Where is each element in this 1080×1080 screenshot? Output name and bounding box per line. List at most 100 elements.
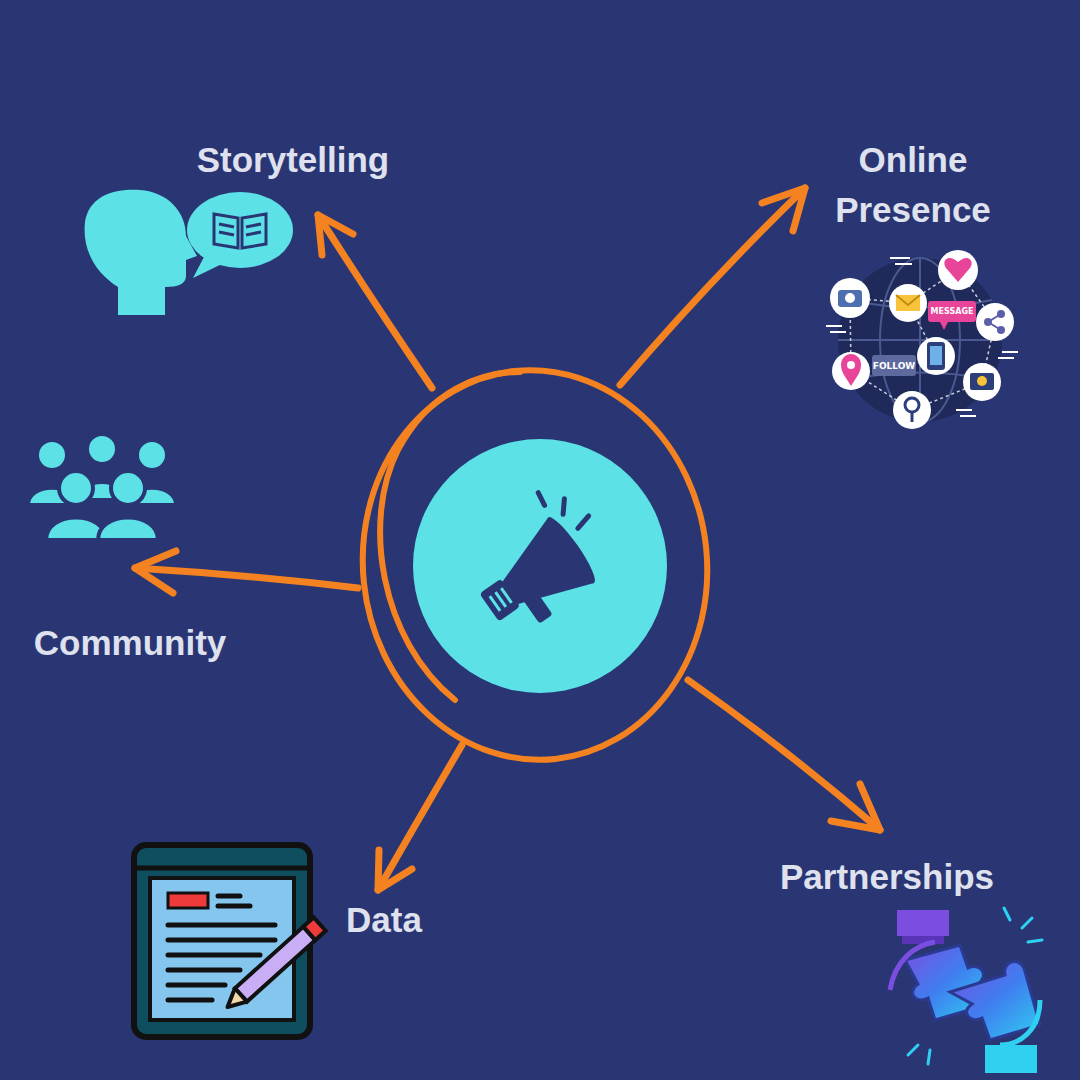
puzzle-hands-icon-part <box>1000 1000 1040 1045</box>
megaphone-icon-part-part <box>522 590 552 624</box>
storyteller-icon-part-part <box>246 232 261 235</box>
document-icon-part-part <box>168 968 240 973</box>
social-globe-icon-part <box>927 342 945 370</box>
community-icon <box>28 434 176 540</box>
document-icon-part <box>134 866 310 871</box>
social-globe-icon-part <box>938 250 978 290</box>
megaphone-icon-part <box>413 439 667 693</box>
storyteller-icon-part-part <box>242 214 266 248</box>
social-globe-icon-part <box>845 293 855 303</box>
branch-arrow-part <box>831 784 880 830</box>
social-globe-icon-part <box>944 258 971 282</box>
document-icon-part-part <box>168 938 275 943</box>
social-globe-icon-part <box>905 398 919 412</box>
social-globe-icon-part-part <box>890 257 910 259</box>
social-globe-icon-part <box>826 258 1018 416</box>
community-icon-part <box>59 471 93 505</box>
storyteller-icon-part-part <box>246 224 261 227</box>
social-globe-icon-part <box>896 295 920 311</box>
social-globe-icon-part <box>970 373 994 390</box>
puzzle-hands-icon-part-part <box>1028 940 1042 942</box>
puzzle-hands-icon-part-part <box>908 1045 918 1055</box>
branch-arrow-part <box>318 215 432 388</box>
megaphone-icon-part-part <box>501 588 511 603</box>
puzzle-hands-icon-part <box>908 908 1042 1064</box>
puzzle-hands-icon-part-part <box>928 1050 930 1064</box>
social-globe-icon-part-part <box>956 409 972 411</box>
social-globe-icon-part <box>850 270 995 410</box>
megaphone-icon-part-part-part <box>556 499 571 515</box>
icon-tag: MESSAGE <box>928 305 976 318</box>
social-globe-icon-part <box>832 352 870 390</box>
megaphone-icon-part-part-part <box>537 493 547 506</box>
social-globe-icon-part-part <box>838 339 1002 341</box>
document-icon-part-part <box>168 953 260 958</box>
branch-arrow-part <box>135 551 176 593</box>
branch-arrow-part <box>135 568 358 588</box>
branch-label: Online Presence <box>803 135 1023 235</box>
social-globe-icon-part <box>963 363 1001 401</box>
storyteller-icon-part-part <box>219 224 234 227</box>
document-icon-part <box>134 845 310 1037</box>
document-icon-part-part <box>168 998 212 1003</box>
branch-arrow-part <box>318 215 353 255</box>
community-icon-part <box>87 434 117 464</box>
social-globe-icon-part <box>841 354 861 386</box>
puzzle-hands-icon-part <box>985 1045 1037 1073</box>
document-icon-part-part <box>235 927 315 1002</box>
document-icon-part <box>222 917 326 1013</box>
puzzle-hands-icon-part <box>897 910 949 936</box>
social-globe-icon-part-part <box>1002 351 1018 353</box>
branch-arrow <box>135 188 880 890</box>
social-globe-icon-part-part <box>830 331 846 333</box>
storyteller-icon-part <box>214 214 266 248</box>
storyteller-icon-part-part <box>214 214 238 248</box>
document-icon-part <box>150 878 294 1020</box>
branch-arrow-part <box>620 188 805 385</box>
megaphone-icon-part-part-part <box>576 516 591 528</box>
hub-ring-part <box>344 353 727 777</box>
social-globe-icon-part <box>896 295 920 305</box>
branch-label: Data <box>319 895 449 945</box>
hub-ring <box>344 353 727 777</box>
community-icon-part <box>137 440 167 470</box>
social-globe-icon-part-part <box>960 415 976 417</box>
document-icon-part-part <box>168 983 225 988</box>
community-icon-part <box>98 518 158 541</box>
document-icon-part-part <box>218 894 240 899</box>
megaphone-icon-part-part <box>537 477 591 537</box>
document-icon-part <box>168 893 208 908</box>
document-icon <box>134 845 326 1037</box>
branch-label: Partnerships <box>747 852 1027 902</box>
social-globe-icon-part <box>830 278 870 318</box>
storyteller-icon-part <box>187 192 293 268</box>
megaphone-icon-part-part <box>479 579 520 622</box>
social-globe-icon-part <box>838 290 862 307</box>
puzzle-hands-icon-part-part <box>1022 918 1032 928</box>
storyteller-icon-part-part <box>219 232 234 235</box>
social-globe-icon-part <box>917 337 955 375</box>
social-globe-icon-part-part <box>826 325 842 327</box>
community-icon-part <box>111 471 145 505</box>
document-icon-part-part <box>303 917 325 940</box>
social-globe-icon-part <box>889 284 927 322</box>
branch-label: Storytelling <box>163 135 423 185</box>
puzzle-hands-icon <box>890 908 1042 1073</box>
storyteller-icon-part <box>85 190 197 315</box>
social-globe-icon-part <box>928 301 976 322</box>
document-icon-part-part <box>222 988 247 1013</box>
social-globe-icon-part <box>930 346 942 365</box>
social-globe-icon-part <box>911 412 914 422</box>
social-globe-icon-part <box>988 314 1001 330</box>
branch-arrow-part <box>378 745 462 890</box>
social-globe-icon <box>826 250 1018 429</box>
megaphone-icon-part-part <box>542 513 601 588</box>
puzzle-hands-icon-part <box>890 942 935 990</box>
storyteller-icon <box>85 190 293 315</box>
social-globe-icon-part <box>847 361 855 369</box>
social-globe-icon-part-part <box>998 357 1014 359</box>
social-globe-icon-part <box>940 322 948 330</box>
